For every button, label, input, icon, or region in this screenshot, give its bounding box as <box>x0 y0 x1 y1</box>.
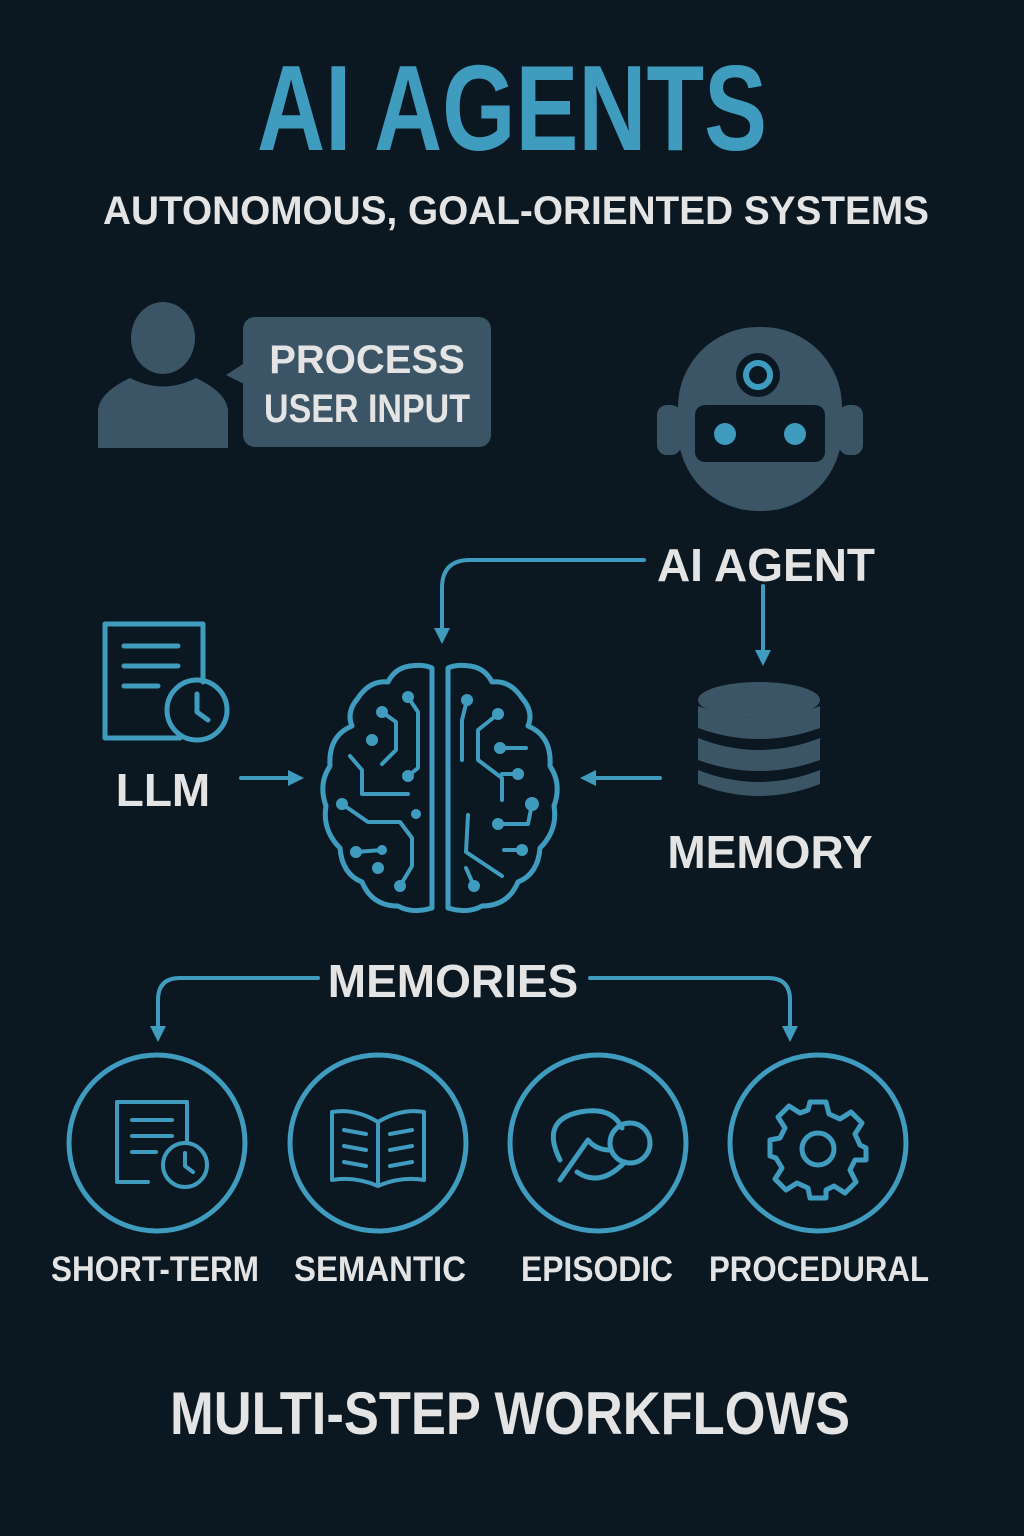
episodic-icon <box>550 1108 653 1183</box>
memory-type-episodic <box>507 1052 689 1234</box>
gear-icon <box>767 1099 869 1201</box>
page-title: AI AGENTS <box>257 40 767 176</box>
subtitle: AUTONOMOUS, GOAL-ORIENTED SYSTEMS <box>103 189 929 233</box>
memories-right-arrow <box>588 976 798 1042</box>
llm-label: LLM <box>116 764 211 816</box>
memory-type-semantic <box>287 1052 469 1234</box>
agent-to-brain-arrow <box>434 558 646 644</box>
memory-type-procedural <box>727 1052 909 1234</box>
label-semantic: SEMANTIC <box>294 1250 466 1289</box>
memories-left-arrow <box>150 976 320 1042</box>
memory-label: MEMORY <box>667 826 872 878</box>
label-short-term: SHORT-TERM <box>51 1250 259 1289</box>
document-clock-icon <box>115 1100 209 1189</box>
brain-circuit-icon <box>320 662 560 914</box>
speech-bubble: PROCESS USER INPUT <box>226 317 491 447</box>
database-icon <box>698 682 820 796</box>
user-icon <box>98 302 228 448</box>
memories-label: MEMORIES <box>328 955 578 1007</box>
footer-title: MULTI-STEP WORKFLOWS <box>170 1380 850 1447</box>
label-episodic: EPISODIC <box>521 1250 673 1289</box>
memory-type-short-term <box>66 1052 248 1234</box>
bubble-line-1: PROCESS <box>269 338 465 382</box>
bubble-line-2: USER INPUT <box>264 387 470 431</box>
label-procedural: PROCEDURAL <box>709 1250 929 1289</box>
llm-document-clock-icon <box>102 621 230 743</box>
robot-icon <box>657 327 863 511</box>
open-book-icon <box>330 1109 426 1188</box>
ai-agent-label: AI AGENT <box>657 539 875 591</box>
